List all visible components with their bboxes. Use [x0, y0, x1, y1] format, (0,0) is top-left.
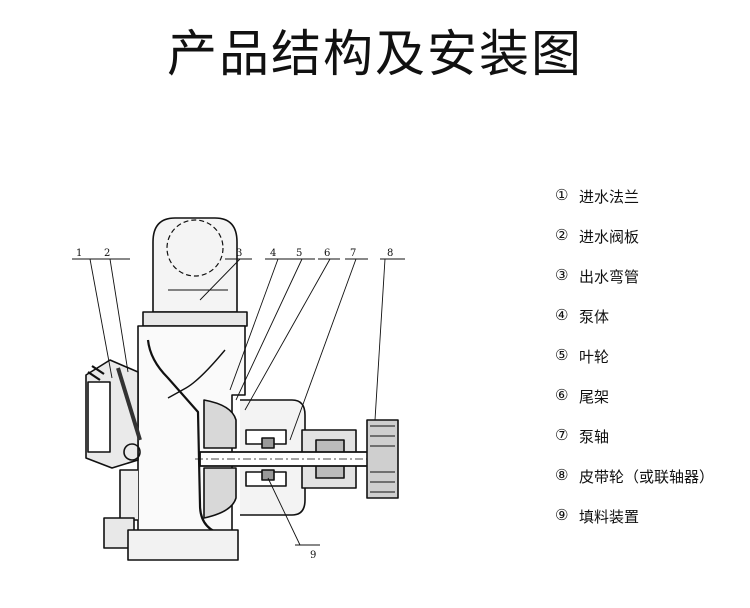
parts-legend: ① 进水法兰 ② 进水阀板 ③ 出水弯管 ④ 泵体 ⑤ 叶轮 ⑥ 尾架 ⑦ 泵轴 ⑧ 皮带轮（或…: [555, 186, 714, 546]
callout-label: 8: [387, 248, 393, 259]
callout-label: 5: [296, 248, 302, 259]
legend-label: 泵体: [579, 308, 610, 326]
legend-number: ②: [555, 226, 569, 244]
outlet-elbow: [142, 217, 248, 327]
pump-structure-drawing: 1 2 3 4 5 6 7 8 9: [72, 217, 405, 561]
pump-shaft: [195, 451, 395, 467]
packing-device: [261, 437, 275, 481]
legend-item: ④ 泵体: [555, 306, 714, 346]
legend-label: 泵轴: [579, 428, 610, 446]
callout-label: 3: [236, 248, 242, 259]
legend-label: 叶轮: [579, 348, 610, 366]
callout-label: 2: [104, 248, 110, 259]
page-title: 产品结构及安装图: [167, 25, 583, 83]
legend-item: ③ 出水弯管: [555, 266, 714, 306]
legend-number: ④: [555, 306, 569, 324]
legend-item: ⑦ 泵轴: [555, 426, 714, 466]
legend-label: 皮带轮（或联轴器）: [579, 468, 715, 486]
callout-label: 7: [350, 248, 356, 259]
belt-pulley: [366, 419, 399, 499]
legend-item: ⑥ 尾架: [555, 386, 714, 426]
legend-number: ⑥: [555, 386, 569, 404]
legend-item: ⑤ 叶轮: [555, 346, 714, 386]
legend-label: 填料装置: [579, 508, 640, 526]
legend-number: ⑤: [555, 346, 569, 364]
callout-label: 9: [310, 550, 316, 561]
legend-number: ⑨: [555, 506, 569, 524]
legend-item: ② 进水阀板: [555, 226, 714, 266]
callout-label: 6: [324, 248, 330, 259]
impeller: [203, 399, 237, 519]
legend-label: 进水阀板: [579, 228, 640, 246]
legend-number: ⑧: [555, 466, 569, 484]
legend-label: 进水法兰: [579, 188, 640, 206]
callout-label: 1: [76, 248, 82, 259]
callout-label: 4: [270, 248, 276, 259]
legend-label: 尾架: [579, 388, 610, 406]
legend-label: 出水弯管: [579, 268, 640, 286]
legend-number: ①: [555, 186, 569, 204]
callout-leaders: [72, 258, 405, 546]
legend-item: ① 进水法兰: [555, 186, 714, 226]
legend-number: ③: [555, 266, 569, 284]
legend-number: ⑦: [555, 426, 569, 444]
legend-item: ⑧ 皮带轮（或联轴器）: [555, 466, 714, 506]
legend-item: ⑨ 填料装置: [555, 506, 714, 546]
inlet-flange-and-valve: [85, 359, 142, 469]
